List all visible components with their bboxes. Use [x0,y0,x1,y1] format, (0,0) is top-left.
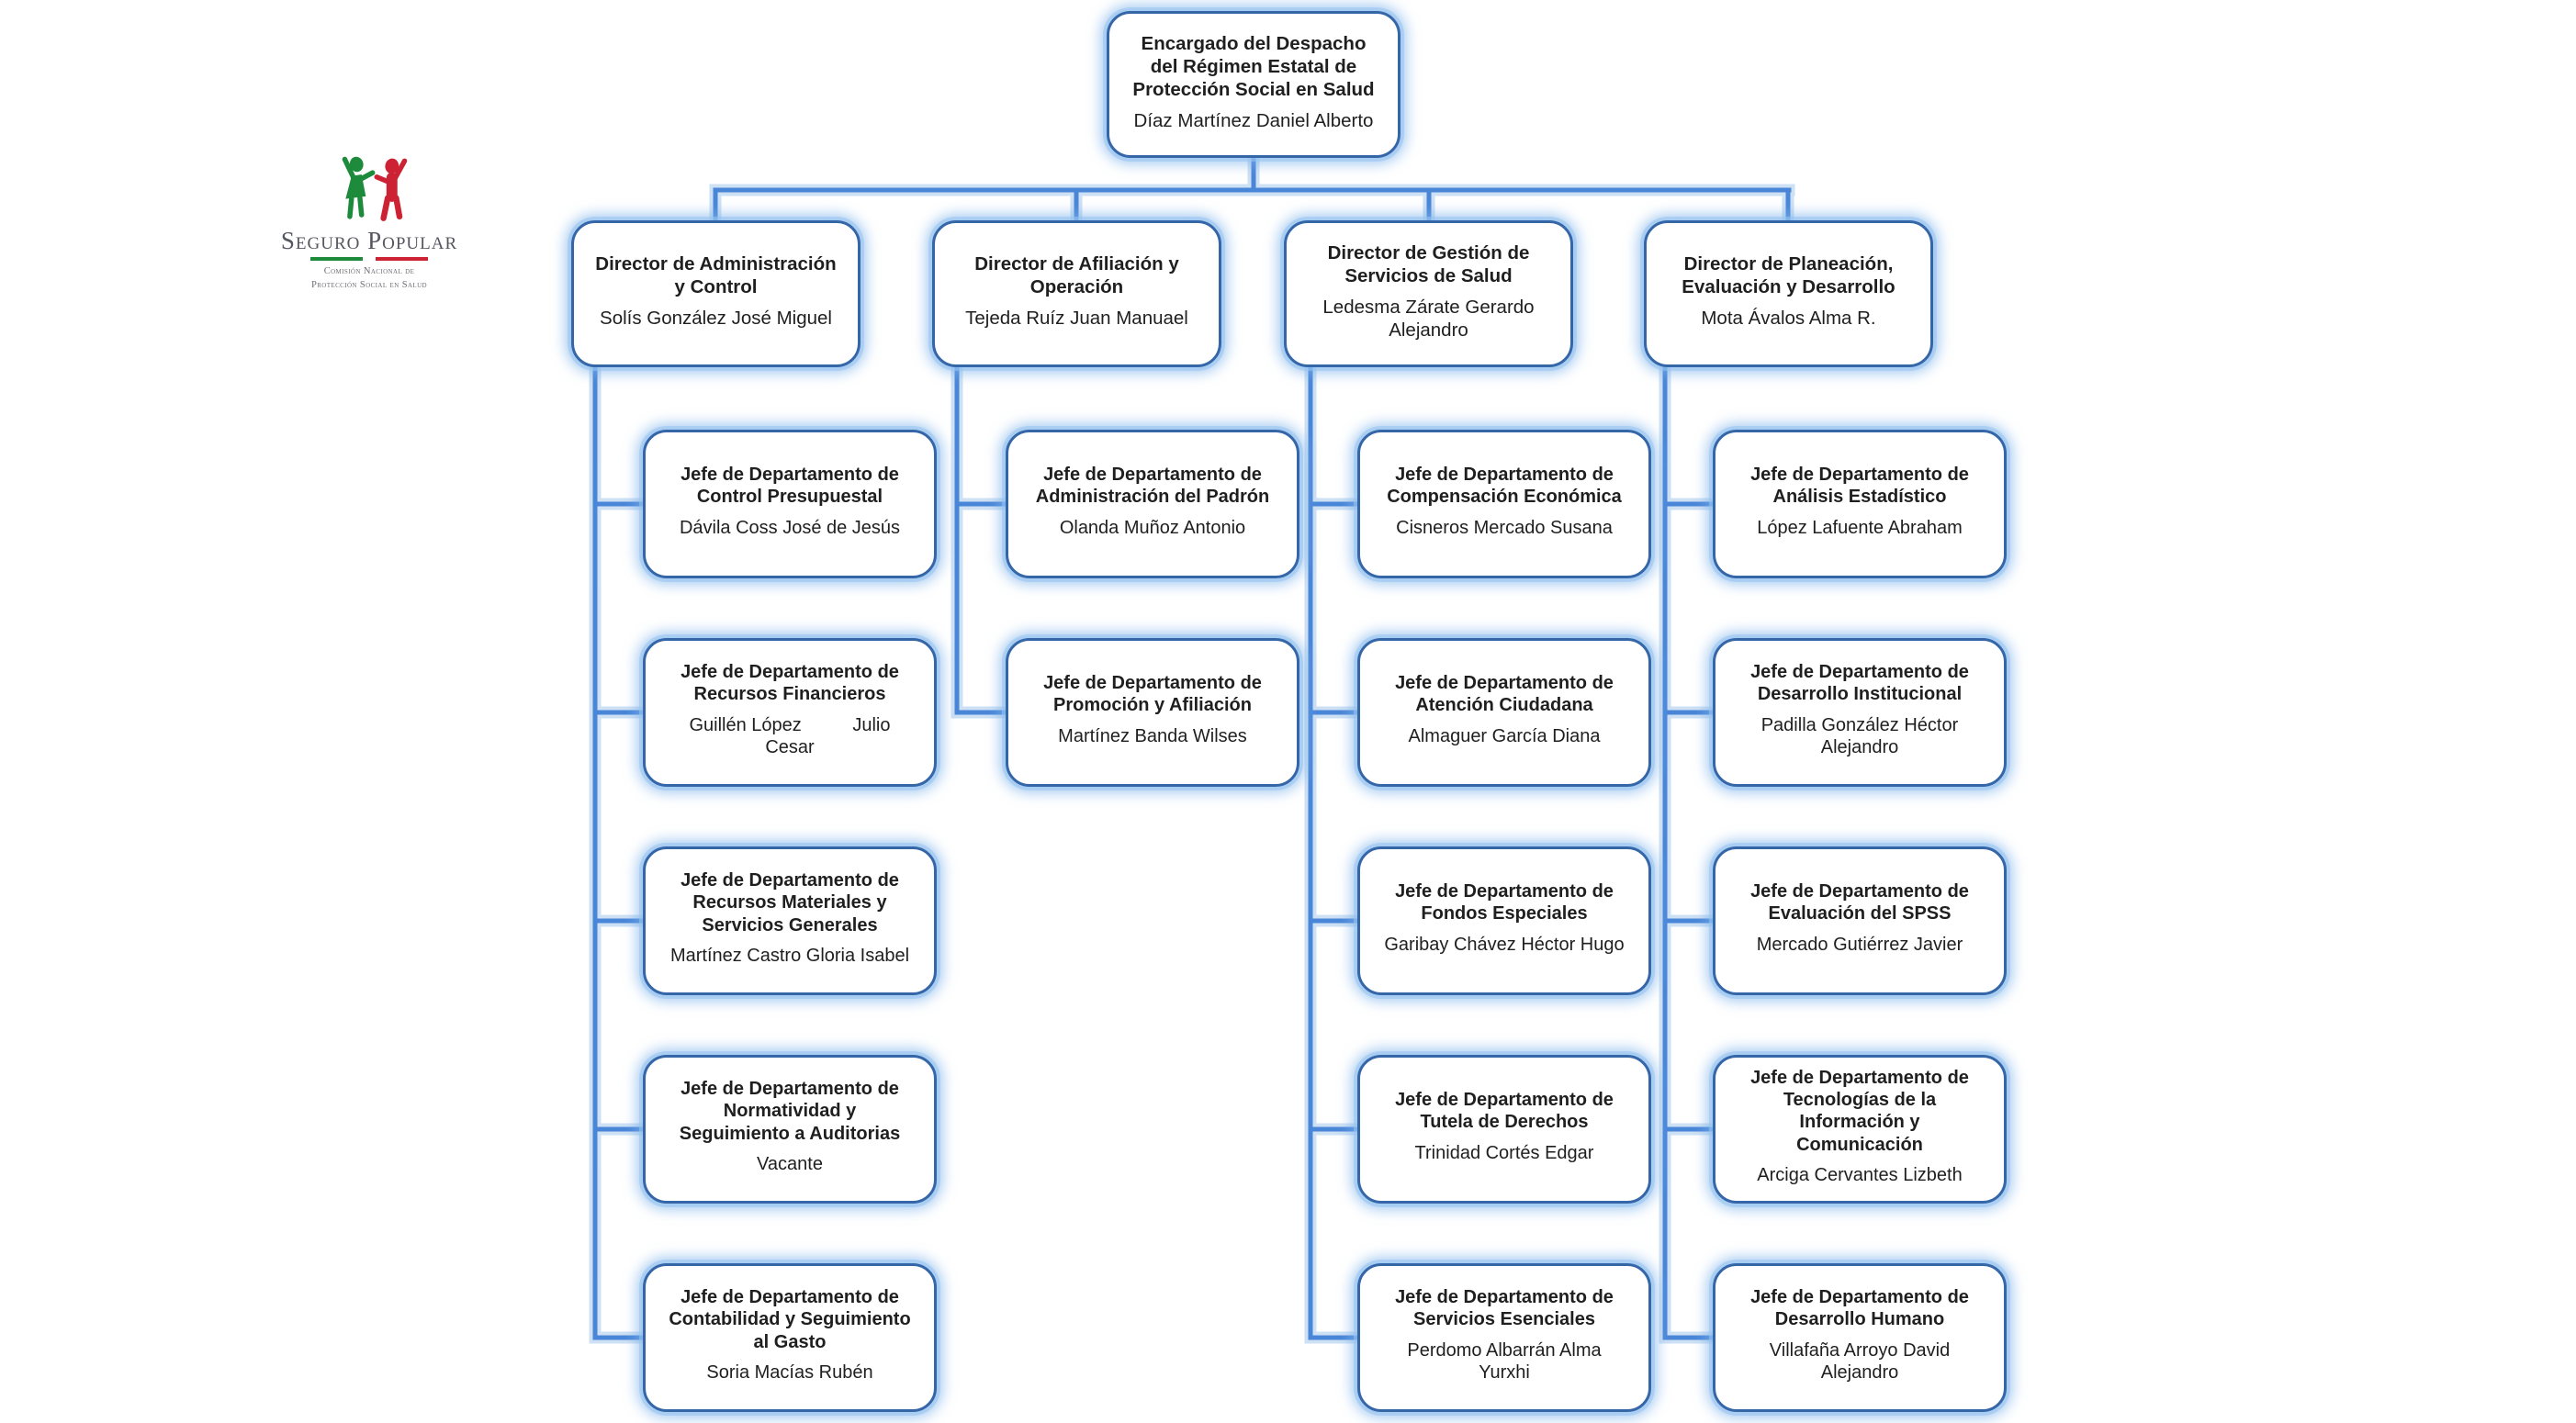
logo-caption: Comisión Nacional de Protección Social e… [311,264,427,292]
node-title: Jefe de Departamento de Atención Ciudada… [1395,672,1614,716]
node-title: Jefe de Departamento de Contabilidad y S… [669,1286,911,1352]
node-person: Almaguer García Diana [1408,725,1601,746]
org-node-dept-administracion-padron: Jefe de Departamento de Administración d… [1006,430,1299,578]
node-title: Director de Gestión de Servicios de Salu… [1327,241,1530,286]
node-person: López Lafuente Abraham [1757,517,1963,538]
org-node-dept-tutela-derechos: Jefe de Departamento de Tutela de Derech… [1357,1055,1651,1204]
org-node-dept-recursos-financieros: Jefe de Departamento de Recursos Financi… [643,638,937,787]
node-person: Soria Macías Rubén [706,1361,873,1383]
node-person: Trinidad Cortés Edgar [1414,1142,1594,1163]
org-node-dept-analisis-estadistico: Jefe de Departamento de Análisis Estadís… [1713,430,2007,578]
node-person: Mercado Gutiérrez Javier [1756,934,1963,955]
node-person: Martínez Banda Wilses [1058,725,1247,746]
node-person: Garibay Chávez Héctor Hugo [1384,934,1625,955]
org-node-dept-evaluacion-spss: Jefe de Departamento de Evaluación del S… [1713,846,2007,995]
node-title: Jefe de Departamento de Desarrollo Insti… [1750,661,1969,705]
org-node-dept-recursos-materiales: Jefe de Departamento de Recursos Materia… [643,846,937,995]
org-node-dept-atencion-ciudadana: Jefe de Departamento de Atención Ciudada… [1357,638,1651,787]
node-person: Olanda Muñoz Antonio [1059,517,1246,538]
node-title: Jefe de Departamento de Fondos Especiale… [1395,880,1614,924]
org-node-director-gestion: Director de Gestión de Servicios de Salu… [1284,220,1573,367]
org-node-dept-promocion-afiliacion: Jefe de Departamento de Promoción y Afil… [1006,638,1299,787]
node-person: Mota Ávalos Alma R. [1701,308,1876,329]
org-node-dept-desarrollo-institucional: Jefe de Departamento de Desarrollo Insti… [1713,638,2007,787]
org-node-director-afiliacion: Director de Afiliación y Operación Tejed… [932,220,1221,367]
logo-caption-line1: Comisión Nacional de [323,265,415,276]
org-node-director-administracion: Director de Administración y Control Sol… [571,220,861,367]
org-node-dept-compensacion-economica: Jefe de Departamento de Compensación Eco… [1357,430,1651,578]
node-person: Guillén López Julio Cesar [689,714,891,757]
node-person: Martínez Castro Gloria Isabel [669,945,910,966]
node-title: Jefe de Departamento de Compensación Eco… [1387,464,1622,508]
logo-figures-icon [342,156,408,221]
seguro-popular-logo: Seguro Popular Comisión Nacional de Prot… [281,154,456,292]
org-node-root: Encargado del Despacho del Régimen Estat… [1107,11,1400,158]
node-person: Padilla González Héctor Alejandro [1760,714,1959,757]
node-person: Villafaña Arroyo David Alejandro [1769,1339,1951,1383]
node-title: Jefe de Departamento de Recursos Materia… [681,869,899,936]
node-title: Jefe de Departamento de Normatividad y S… [679,1078,901,1144]
node-person: Dávila Coss José de Jesús [679,517,901,538]
node-title: Jefe de Departamento de Evaluación del S… [1750,880,1969,924]
node-title: Director de Planeación, Evaluación y Des… [1682,253,1895,297]
org-node-dept-tecnologias: Jefe de Departamento de Tecnologías de l… [1713,1055,2007,1204]
node-title: Jefe de Departamento de Análisis Estadís… [1750,464,1969,508]
node-person: Ledesma Zárate Gerardo Alejandro [1322,296,1535,341]
logo-brand: Seguro Popular [280,226,458,254]
node-person: Vacante [757,1153,823,1174]
node-person: Arciga Cervantes Lizbeth [1757,1165,1963,1186]
org-node-dept-fondos-especiales: Jefe de Departamento de Fondos Especiale… [1357,846,1651,995]
node-title: Jefe de Departamento de Control Presupue… [681,464,899,508]
node-title: Jefe de Departamento de Desarrollo Human… [1750,1286,1969,1330]
node-title: Director de Administración y Control [595,253,837,297]
node-title: Encargado del Despacho del Régimen Estat… [1132,32,1375,100]
org-node-dept-control-presupuestal: Jefe de Departamento de Control Presupue… [643,430,937,578]
node-title: Jefe de Departamento de Servicios Esenci… [1395,1286,1614,1330]
node-person: Díaz Martínez Daniel Alberto [1133,109,1374,131]
org-node-dept-desarrollo-humano: Jefe de Departamento de Desarrollo Human… [1713,1263,2007,1412]
node-title: Director de Afiliación y Operación [974,253,1179,297]
node-title: Jefe de Departamento de Tutela de Derech… [1395,1089,1614,1133]
logo-caption-line2: Protección Social en Salud [310,279,427,290]
node-title: Jefe de Departamento de Recursos Financi… [681,661,899,705]
org-node-dept-servicios-esenciales: Jefe de Departamento de Servicios Esenci… [1357,1263,1651,1412]
node-person: Perdomo Albarrán Alma Yurxhi [1407,1339,1602,1383]
node-title: Jefe de Departamento de Tecnologías de l… [1750,1067,1969,1155]
node-title: Jefe de Departamento de Administración d… [1035,464,1270,508]
node-person: Tejeda Ruíz Juan Manuael [965,308,1188,329]
org-node-director-planeacion: Director de Planeación, Evaluación y Des… [1644,220,1933,367]
node-person: Cisneros Mercado Susana [1396,517,1613,538]
logo-tricolor-divider [310,256,428,261]
node-person: Solís González José Miguel [600,308,832,329]
node-title: Jefe de Departamento de Promoción y Afil… [1043,672,1262,716]
org-node-dept-normatividad: Jefe de Departamento de Normatividad y S… [643,1055,937,1204]
org-node-dept-contabilidad: Jefe de Departamento de Contabilidad y S… [643,1263,937,1412]
